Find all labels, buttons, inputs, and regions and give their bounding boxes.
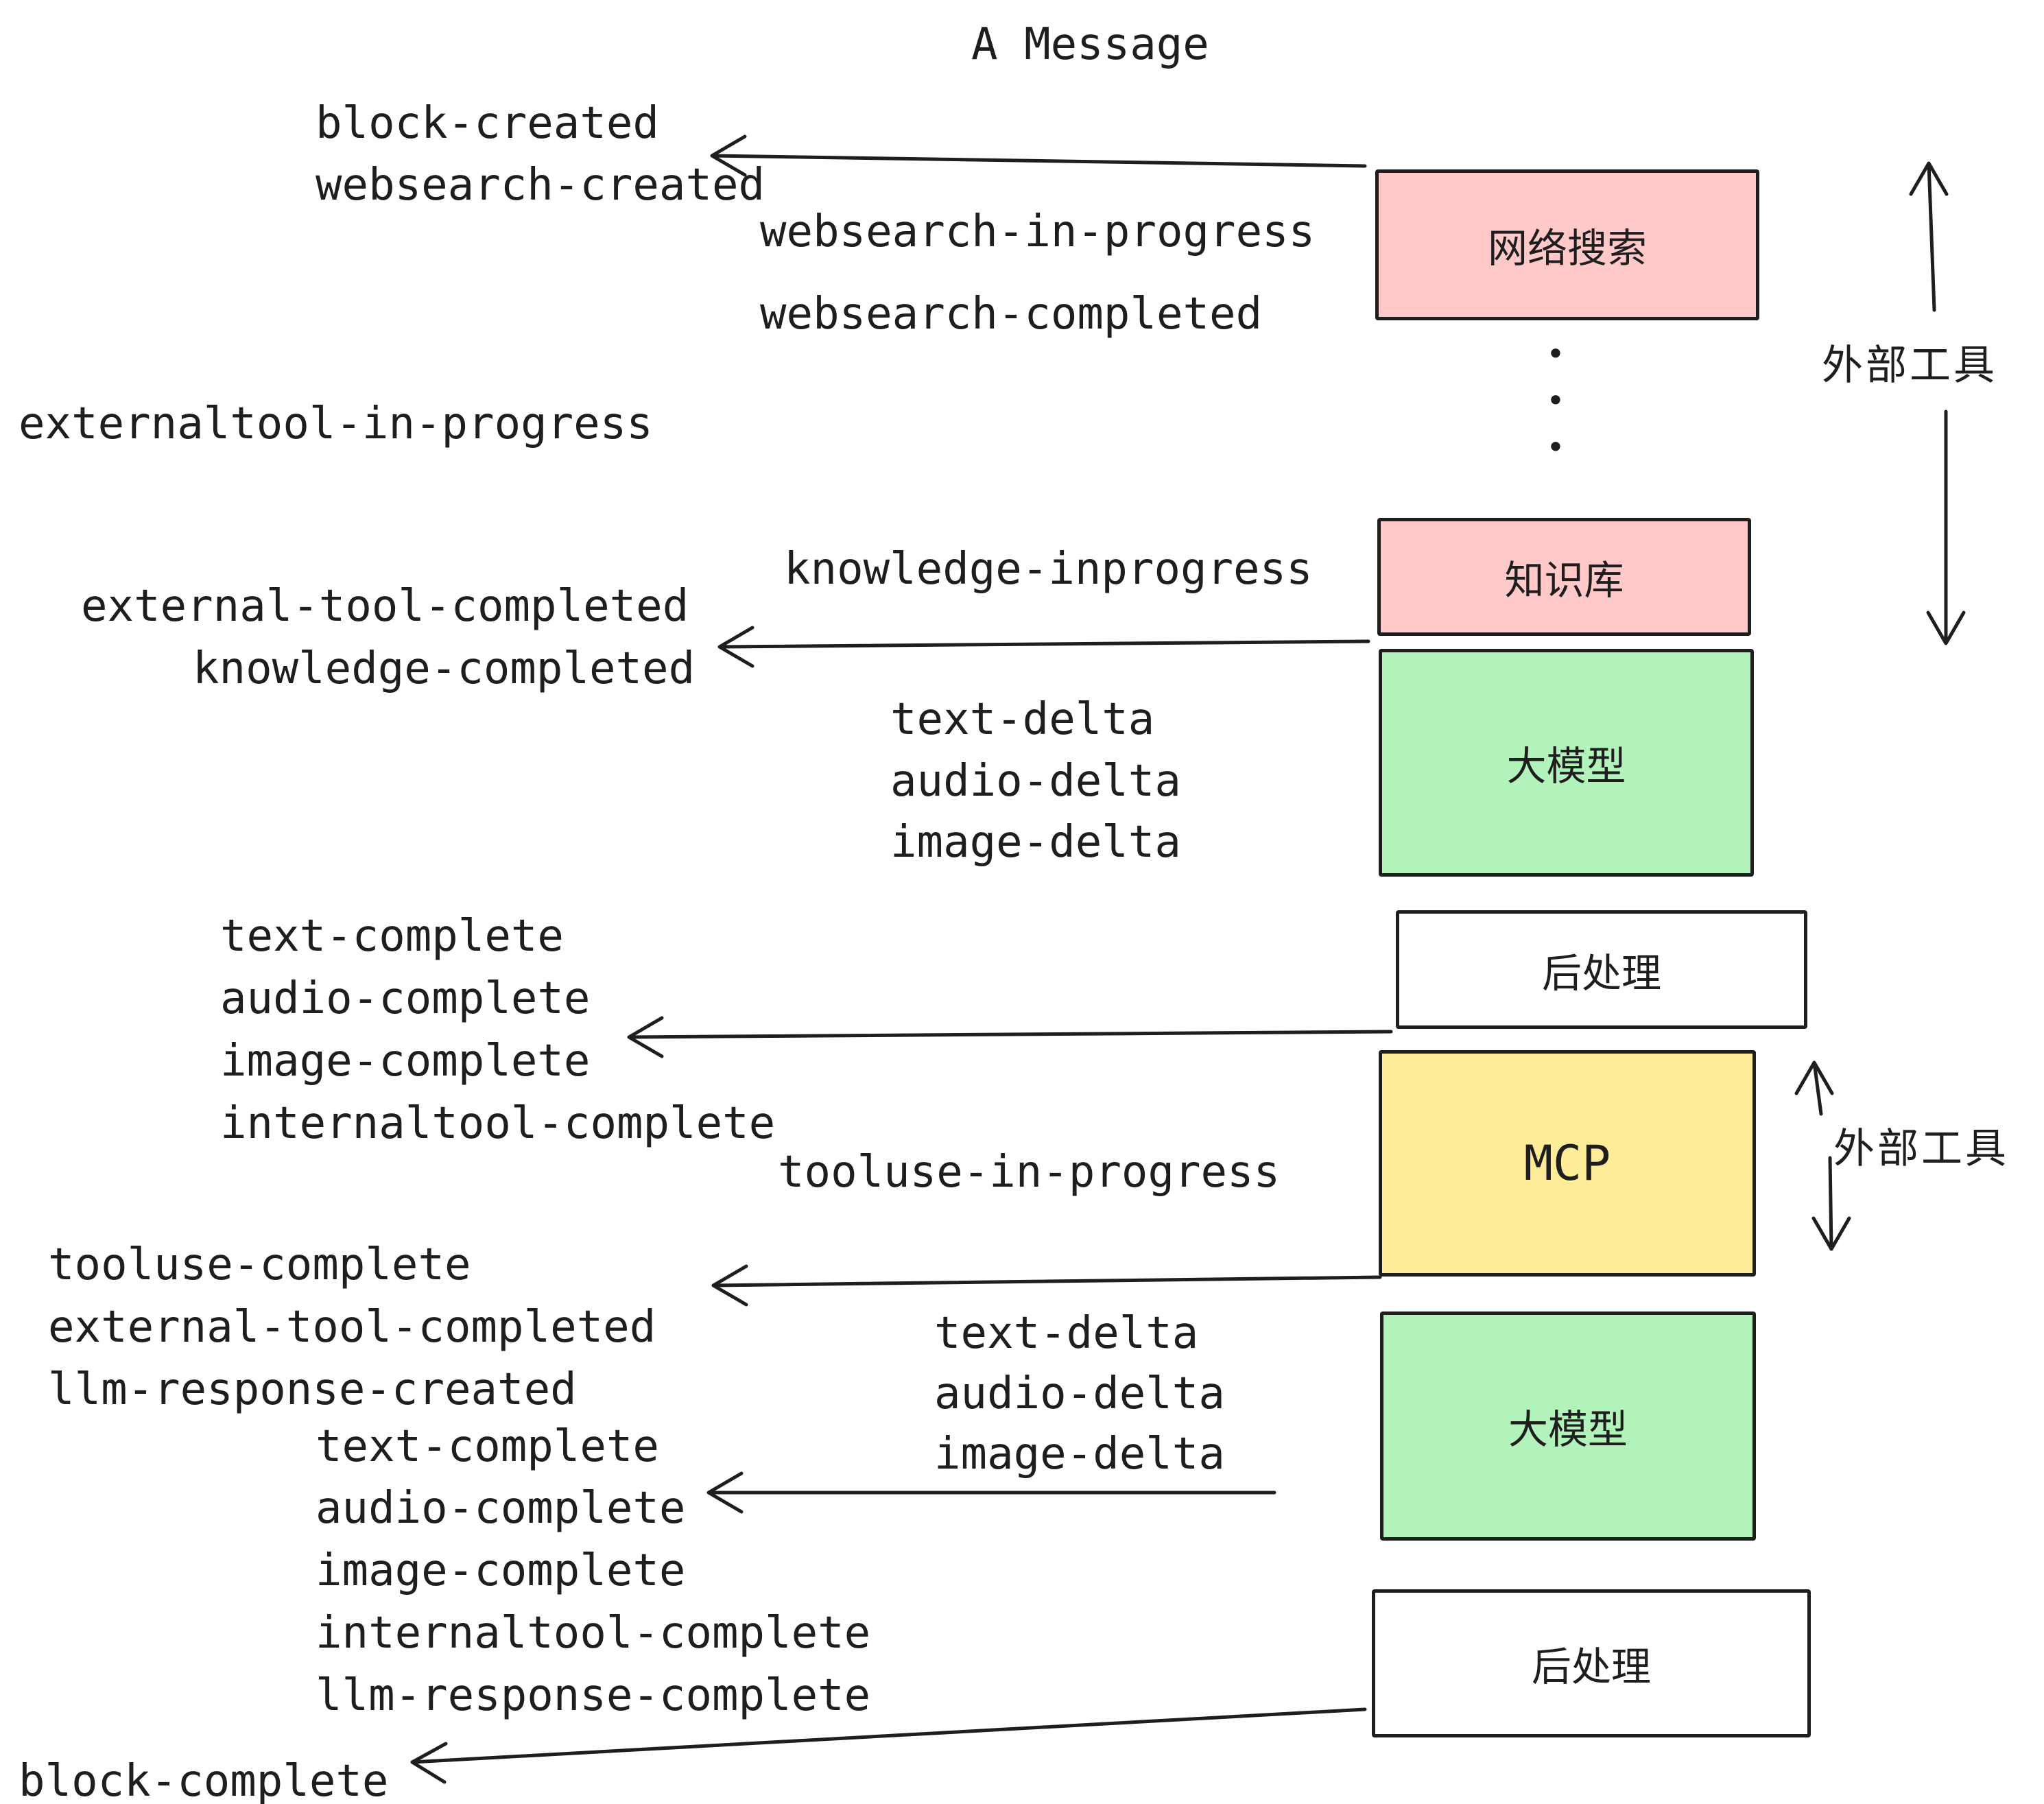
event-internaltool-complete: internaltool-complete [220, 1098, 776, 1149]
postprocess-box-2: 后处理 [1372, 1589, 1811, 1737]
event-block-complete: block-complete [19, 1756, 389, 1804]
event-llm-response-created: llm-response-created [48, 1364, 577, 1415]
event-image-delta-2: image-delta [934, 1429, 1225, 1480]
event-external-tool-completed-2: external-tool-completed [48, 1302, 656, 1353]
external-tools-label-1: 外部工具 [1822, 342, 1997, 390]
llm-box-1: 大模型 [1379, 649, 1754, 877]
postprocess-box-1: 后处理 [1396, 910, 1807, 1029]
diagram-title: A Message [971, 19, 1209, 70]
arrow-to-knowledge-completed [717, 626, 1370, 668]
external-tools-up-arrow-2 [1794, 1060, 1834, 1116]
event-internaltool-complete-2: internaltool-complete [316, 1608, 871, 1659]
websearch-box: 网络搜索 [1375, 169, 1759, 320]
event-text-complete-2: text-complete [316, 1421, 659, 1472]
event-knowledge-completed: knowledge-completed [193, 643, 696, 694]
event-websearch-completed: websearch-completed [760, 289, 1263, 340]
event-audio-delta-2: audio-delta [934, 1368, 1225, 1419]
event-text-delta-2: text-delta [934, 1308, 1199, 1359]
external-tools-label-2: 外部工具 [1833, 1125, 2009, 1173]
event-image-complete-2: image-complete [316, 1545, 686, 1596]
external-tools-up-arrow-1 [1909, 161, 1949, 312]
arrow-to-tooluse-complete [711, 1264, 1382, 1307]
external-tools-down-arrow-1 [1926, 410, 1966, 645]
postprocess-box-2-label: 后处理 [1531, 1643, 1651, 1690]
knowledge-base-box-label: 知识库 [1504, 557, 1624, 604]
event-tooluse-complete: tooluse-complete [48, 1239, 471, 1290]
event-externaltool-in-progress: externaltool-in-progress [19, 399, 653, 449]
knowledge-base-box: 知识库 [1377, 518, 1751, 636]
websearch-box-label: 网络搜索 [1487, 225, 1647, 272]
event-websearch-created: websearch-created [316, 160, 765, 211]
event-block-created: block-created [316, 98, 659, 149]
event-external-tool-completed: external-tool-completed [81, 581, 689, 632]
vertical-ellipsis: • • • [1546, 335, 1565, 466]
event-audio-delta: audio-delta [890, 756, 1181, 807]
event-text-delta: text-delta [890, 694, 1155, 745]
llm-box-2: 大模型 [1380, 1312, 1756, 1541]
event-websearch-in-progress: websearch-in-progress [760, 206, 1316, 257]
mcp-box-label: MCP [1523, 1135, 1611, 1191]
event-audio-complete-2: audio-complete [316, 1483, 686, 1534]
llm-box-2-label: 大模型 [1508, 1406, 1628, 1453]
event-tooluse-in-progress: tooluse-in-progress [778, 1147, 1281, 1198]
arrow-to-block-created [710, 134, 1367, 177]
arrow-to-image-complete [627, 1016, 1393, 1058]
event-llm-response-complete: llm-response-complete [316, 1670, 871, 1721]
postprocess-box-1-label: 后处理 [1541, 949, 1661, 997]
event-text-complete: text-complete [220, 911, 564, 962]
event-image-complete: image-complete [220, 1036, 591, 1087]
event-knowledge-inprogress: knowledge-inprogress [784, 544, 1313, 595]
event-audio-complete: audio-complete [220, 973, 591, 1024]
mcp-box: MCP [1379, 1050, 1756, 1277]
llm-box-1-label: 大模型 [1506, 743, 1626, 790]
event-image-delta: image-delta [890, 817, 1181, 868]
